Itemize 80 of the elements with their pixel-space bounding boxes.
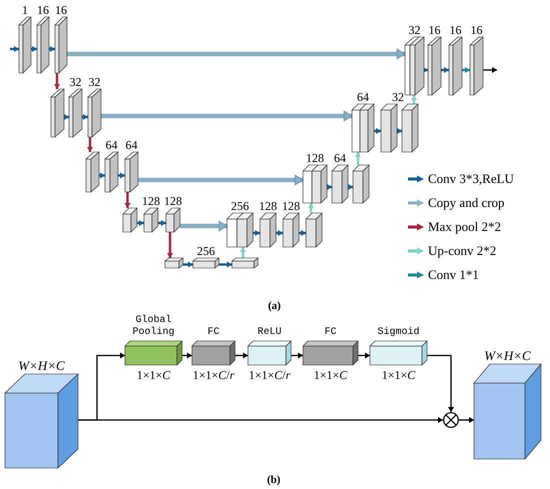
arrow [118,172,125,178]
arrow [49,46,55,52]
channel-count: 16 [37,4,49,16]
layer-name: FC [323,327,338,339]
legend-text: Conv 3*3,ReLU [428,171,514,186]
channel-count: 128 [142,195,160,207]
channel-count: 32 [392,91,404,103]
arrow [397,128,402,134]
channel-count: 64 [334,152,346,164]
arrow [253,230,260,236]
arrow [158,220,166,226]
channel-count: 1 [22,4,28,16]
channel-count: 128 [259,200,277,212]
legend-text: Copy and crop [428,195,505,210]
tensor-size: W×H×C [18,358,65,373]
arrow [235,352,248,358]
arrow [87,137,93,152]
arrow [101,110,352,122]
channel-count: 16 [470,24,482,36]
channel-count: 256 [197,245,215,257]
output-size: 1×1×C/r [192,368,234,382]
tensor-size: W×H×C [484,348,531,363]
channel-count: 16 [55,4,67,16]
legend-text: Max pool 2*2 [428,219,501,234]
channel-count: 64 [106,139,118,151]
arrow [411,95,417,104]
arrow [99,172,105,178]
arrow [31,46,37,52]
channel-count: 128 [282,200,300,212]
layer-name: FC [206,327,220,339]
channel-count: 128 [164,195,182,207]
arrow [348,184,353,190]
arrow [78,417,443,423]
arrow [137,220,144,226]
channel-count: 32 [408,24,420,36]
arrow [180,220,228,232]
channel-count: 32 [70,76,82,88]
arrow [67,48,406,60]
channel-count: 128 [306,152,324,164]
arrow [276,230,283,236]
arrow [82,114,88,120]
output-size: 1×1×C/r [248,368,290,382]
arrow [182,352,192,358]
arrow [299,230,306,236]
channel-count: 256 [231,200,249,212]
arrow [183,262,193,268]
legend-text: Up-conv 2*2 [428,243,496,258]
legend-text: Conv 1*1 [428,267,479,282]
arrow [355,152,361,165]
layer-name: Global Pooling [131,315,176,339]
arrow [10,46,19,52]
panel-label: (a) [268,300,281,312]
channel-count: 64 [357,91,369,103]
arrow [138,174,304,186]
arrow [374,128,381,134]
arrow [483,67,497,73]
arrow [240,247,246,258]
output-size: 1×1×C [136,368,170,382]
arrow [54,73,60,89]
arrow [124,192,130,208]
output-size: 1×1×C [382,368,416,382]
arrow [427,354,454,412]
arrow [441,67,449,73]
layer-name: Sigmoid [376,327,420,339]
channel-count: 64 [126,139,138,151]
arrow [327,184,332,190]
arrow [219,262,232,268]
layer-name: ReLU [256,327,282,339]
arrow [459,417,474,423]
arrow [291,352,303,358]
output-size: 1×1×C [314,368,348,382]
arrow [64,114,69,120]
arrow [308,203,314,213]
channel-count: 16 [450,24,462,36]
arrow [462,67,470,73]
channel-count: 32 [88,76,100,88]
arrow [358,352,370,358]
arrow [167,232,173,258]
panel-label: (b) [267,474,280,486]
channel-count: 16 [428,24,440,36]
